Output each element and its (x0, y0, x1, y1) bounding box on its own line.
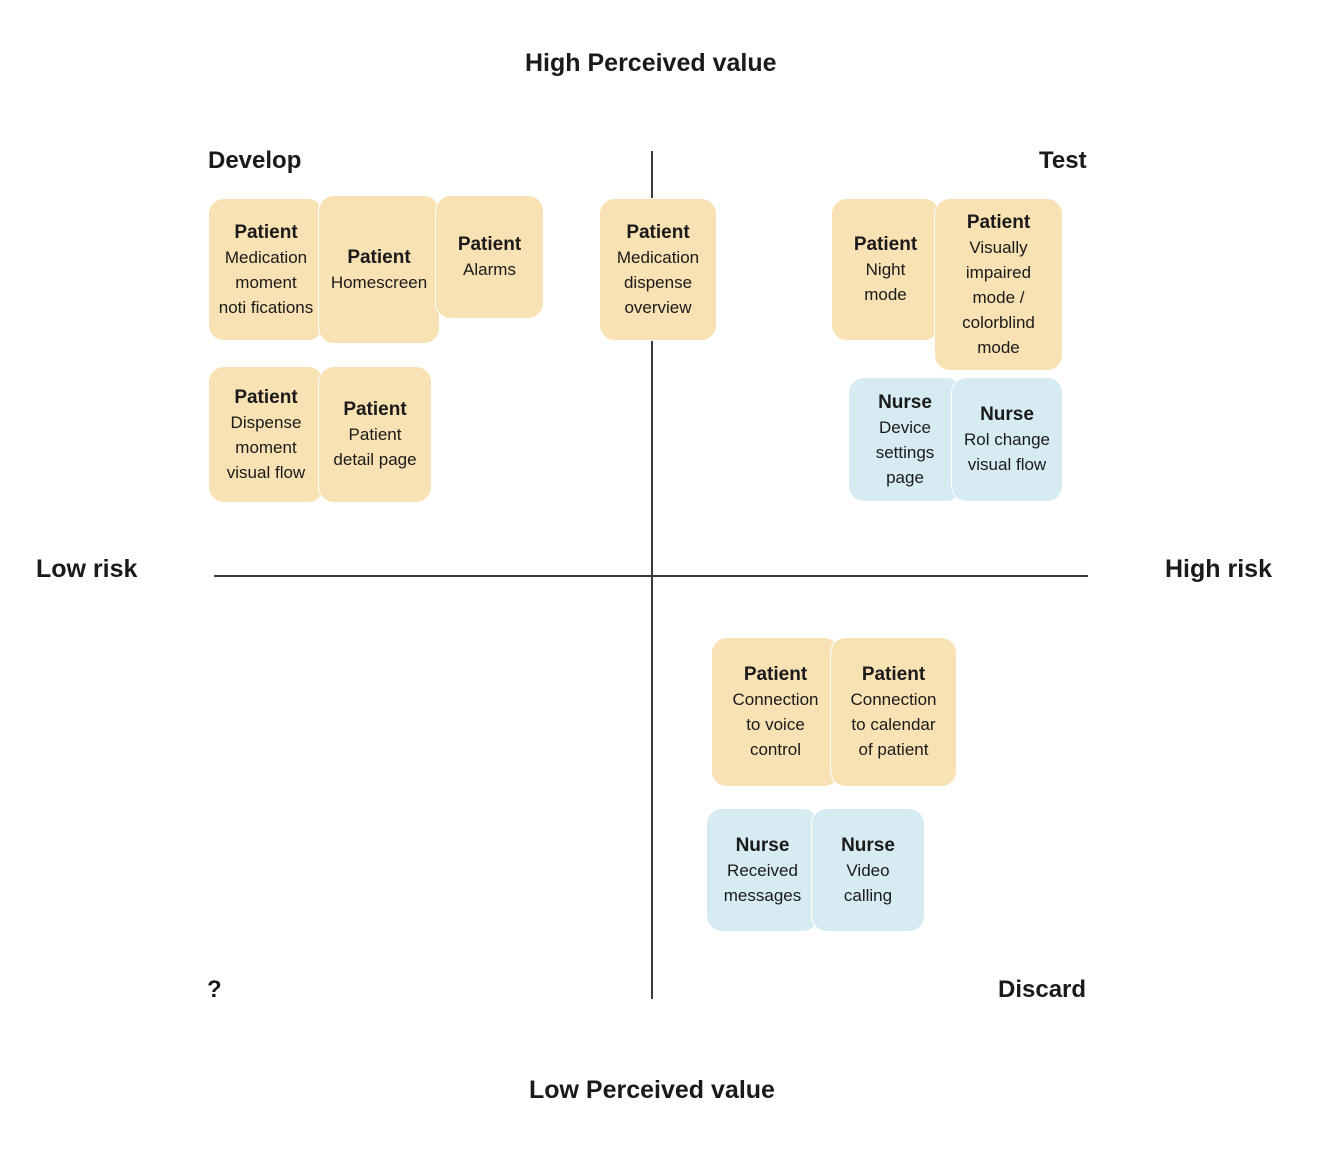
card-role: Patient (343, 399, 407, 420)
card-role: Patient (457, 234, 522, 255)
card-connection-voice-control: Patient Connection to voice control (711, 637, 840, 787)
card-visually-impaired-mode: Patient Visually impaired mode / colorbl… (934, 198, 1063, 371)
axis-bottom-label: Low Perceived value (529, 1076, 775, 1104)
card-medication-moment-notifications: Patient Medication moment noti fications (208, 198, 324, 341)
quadrant-test-label: Test (1039, 147, 1087, 174)
card-role: Patient (347, 246, 411, 268)
card-text: Connection to voice control (732, 690, 819, 759)
quadrant-develop-label: Develop (208, 147, 302, 174)
quadrant-unknown-label: ? (207, 976, 222, 1003)
card-role: Nurse (841, 834, 895, 856)
card-rol-change-visual-flow: Nurse Rol change visual flow (951, 377, 1063, 502)
card-text: Device settings page (875, 417, 935, 487)
card-video-calling: Nurse Video calling (811, 808, 925, 932)
card-connection-calendar: Patient Connection to calendar of patien… (830, 637, 957, 787)
card-text: Alarms (463, 260, 516, 279)
horizontal-axis-line (214, 575, 1088, 577)
card-homescreen: Patient Homescreen (318, 195, 440, 344)
card-role: Patient (743, 664, 808, 685)
card-text: Medication moment noti fications (218, 247, 314, 317)
card-role: Nurse (878, 391, 932, 413)
card-role: Nurse (980, 404, 1034, 425)
card-received-messages: Nurse Received messages (706, 808, 819, 932)
card-text: Visually impaired mode / colorblind mode (962, 237, 1035, 357)
card-text: Night mode (864, 260, 907, 304)
card-text: Dispense moment visual flow (226, 412, 306, 482)
card-dispense-moment-visual-flow: Patient Dispense moment visual flow (208, 366, 324, 503)
card-text: Medication dispense overview (616, 247, 700, 317)
card-role: Patient (966, 211, 1031, 233)
quadrant-discard-label: Discard (998, 976, 1087, 1003)
axis-top-label: High Perceived value (525, 49, 777, 77)
card-role: Patient (853, 234, 918, 255)
card-text: Received messages (723, 860, 802, 905)
card-role: Patient (626, 221, 690, 243)
axis-right-label: High risk (1165, 555, 1272, 583)
card-text: Patient detail page (333, 425, 417, 469)
card-text: Homescreen (330, 272, 428, 292)
card-role: Patient (861, 664, 926, 685)
card-alarms: Patient Alarms (435, 195, 544, 319)
axis-left-label: Low risk (36, 555, 138, 583)
card-role: Patient (234, 221, 298, 243)
card-device-settings-page: Nurse Device settings page (848, 377, 962, 502)
card-text: Rol change visual flow (963, 430, 1050, 474)
card-night-mode: Patient Night mode (831, 198, 940, 341)
card-role: Patient (234, 386, 298, 408)
card-role: Nurse (735, 834, 790, 856)
card-text: Video calling (843, 860, 893, 905)
card-medication-dispense-overview: Patient Medication dispense overview (599, 198, 717, 341)
card-patient-detail-page: Patient Patient detail page (318, 366, 432, 503)
card-text: Connection to calendar of patient (850, 690, 937, 759)
